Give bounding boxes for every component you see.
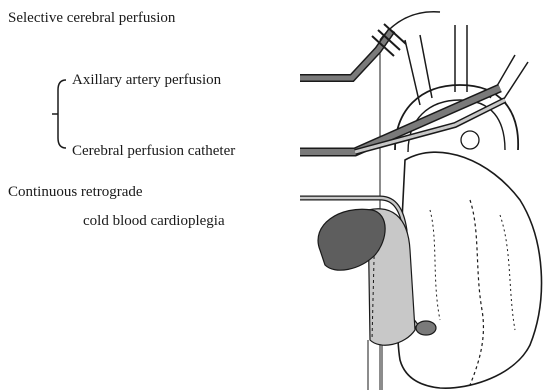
axillary-cannula (300, 30, 392, 78)
heart-outline (397, 152, 541, 388)
coronary-sinus-balloon (416, 321, 436, 335)
subclavian-artery (490, 55, 528, 105)
brachiocephalic-artery (405, 35, 432, 105)
aortic-arch (395, 85, 518, 150)
left-carotid-artery (455, 25, 467, 92)
catheter-balloon (461, 131, 479, 149)
label-bracket (58, 80, 66, 148)
